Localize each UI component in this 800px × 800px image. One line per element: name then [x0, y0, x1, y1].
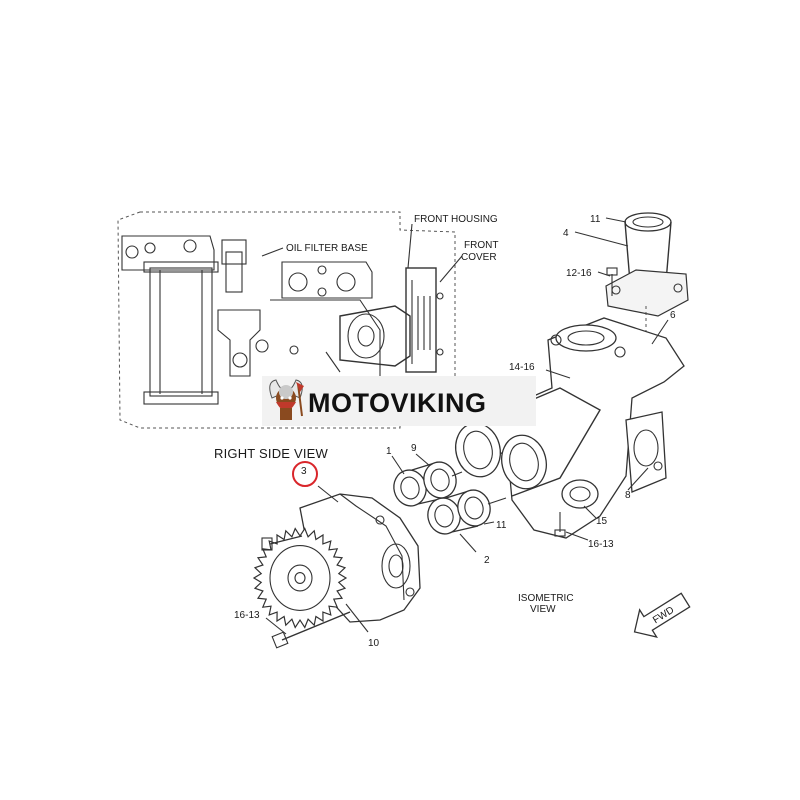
callout-16-13-left: 16-13 — [234, 610, 260, 621]
callout-14-16: 14-16 — [509, 362, 535, 373]
brand-name: MOTOVIKING — [308, 388, 487, 418]
seal-rings — [391, 453, 507, 553]
callout-9: 9 — [411, 443, 417, 454]
gear-bore — [294, 572, 306, 584]
label-front-cover-2: COVER — [461, 252, 497, 263]
callout-11-mid: 11 — [496, 520, 507, 531]
label-oil-filter-base: OIL FILTER BASE — [286, 243, 368, 254]
callout-11-top: 11 — [590, 214, 601, 225]
callout-6: 6 — [670, 310, 676, 321]
callout-4: 4 — [563, 228, 569, 239]
view-title-isometric-2: VIEW — [530, 604, 556, 615]
callout-2: 2 — [484, 555, 490, 566]
engine-side-view — [117, 211, 463, 429]
view-title-right-side: RIGHT SIDE VIEW — [214, 446, 329, 461]
callout-1: 1 — [386, 446, 392, 457]
pump-drive-gear — [252, 527, 348, 629]
callout-3: 3 — [301, 466, 307, 477]
gear-web — [269, 545, 331, 611]
fwd-arrow-icon: FWD — [633, 592, 691, 638]
callout-15: 15 — [596, 516, 608, 527]
callout-12-16: 12-16 — [566, 268, 592, 279]
highlight-circle-callout-3 — [292, 461, 318, 487]
oil-pump — [252, 485, 421, 649]
view-title-isometric-1: ISOMETRIC — [518, 593, 574, 604]
housing-assembly — [455, 212, 689, 541]
viking-mascot-icon — [269, 379, 304, 420]
gear-teeth — [252, 527, 348, 629]
label-front-housing: FRONT HOUSING — [414, 214, 498, 225]
callout-16-13-right: 16-13 — [588, 539, 614, 550]
callout-8: 8 — [625, 490, 631, 501]
gear-hub — [287, 564, 313, 592]
label-front-cover-1: FRONT — [464, 240, 498, 251]
brand-badge — [262, 376, 536, 426]
callout-10: 10 — [368, 638, 380, 649]
